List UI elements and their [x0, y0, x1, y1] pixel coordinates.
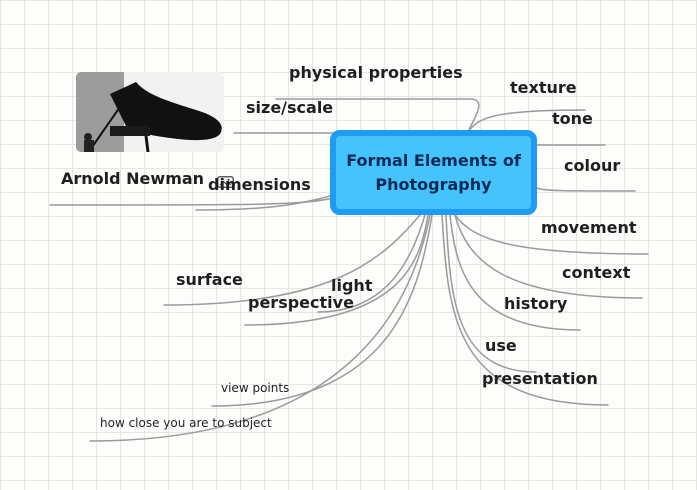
connector-movement [454, 214, 649, 255]
image-caption[interactable]: Arnold Newman [61, 169, 205, 188]
connector-colour [536, 187, 636, 192]
topic-history[interactable]: history [504, 294, 568, 313]
topic-physical-properties[interactable]: physical properties [289, 63, 463, 82]
topic-size-scale[interactable]: size/scale [246, 98, 334, 117]
connector-context [454, 214, 643, 299]
connector-dimensions [195, 194, 335, 211]
connector-physical-properties [275, 98, 480, 133]
topic-surface[interactable]: surface [176, 270, 243, 289]
topic-movement[interactable]: movement [541, 218, 637, 237]
topic-colour[interactable]: colour [564, 156, 621, 175]
connector-caption [49, 197, 335, 206]
connector-perspective [244, 214, 429, 326]
topic-how-close[interactable]: how close you are to subject [100, 416, 272, 430]
image-icon[interactable] [217, 176, 234, 188]
connector-use [445, 214, 537, 373]
connector-presentation [441, 214, 609, 406]
topic-perspective[interactable]: perspective [248, 293, 354, 312]
connector-view-points [211, 214, 433, 407]
topic-light[interactable]: light [331, 276, 373, 295]
connector-texture [467, 109, 586, 133]
topic-tone[interactable]: tone [552, 109, 593, 128]
connector-history [449, 214, 581, 331]
topic-context[interactable]: context [562, 263, 631, 282]
topic-texture[interactable]: texture [510, 78, 577, 97]
connector-surface [163, 214, 421, 306]
piano-photo [76, 72, 224, 152]
topic-view-points[interactable]: view points [221, 381, 290, 395]
connector-light [317, 214, 426, 313]
topic-presentation[interactable]: presentation [482, 369, 598, 388]
topic-use[interactable]: use [485, 336, 517, 355]
topic-dimensions[interactable]: dimensions [208, 175, 311, 194]
connector-how-close [89, 214, 431, 442]
